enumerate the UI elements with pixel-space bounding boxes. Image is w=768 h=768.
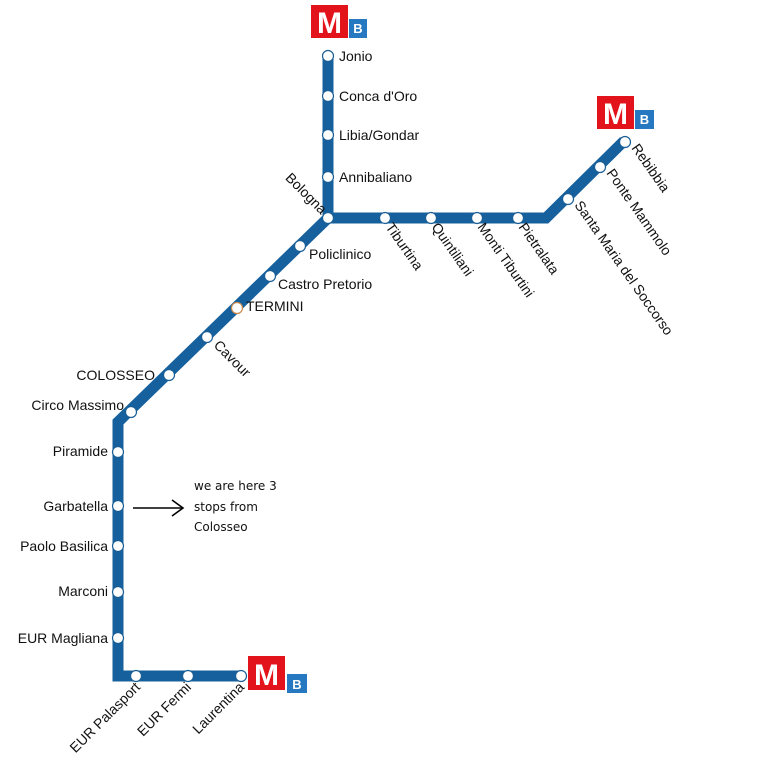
station-marker-laurentina — [234, 669, 248, 683]
station-label-garbatella: Garbatella — [43, 498, 108, 514]
station-markers — [111, 49, 632, 683]
station-marker-annibaliano — [321, 170, 335, 184]
station-marker-bologna — [321, 211, 335, 225]
station-label-eur-magliana: EUR Magliana — [18, 630, 108, 646]
station-label-laurentina: Laurentina — [189, 679, 247, 737]
station-marker-ponte — [593, 160, 607, 174]
station-marker-paolo — [111, 539, 125, 553]
svg-text:B: B — [292, 677, 301, 692]
station-label-tiburtina: Tiburtina — [383, 220, 427, 274]
station-label-paolo: Paolo Basilica — [20, 538, 108, 554]
station-label-piramide: Piramide — [53, 443, 108, 459]
station-marker-piramide — [111, 445, 125, 459]
station-label-eur-palasport: EUR Palasport — [66, 679, 143, 756]
station-marker-tiburtina — [378, 211, 392, 225]
station-label-eur-fermi: EUR Fermi — [134, 679, 194, 739]
station-marker-colosseo — [162, 368, 176, 382]
station-marker-termini — [230, 301, 244, 315]
arrow-head — [171, 499, 185, 517]
annotation-line-3: Colosseo — [194, 520, 248, 534]
station-label-termini: TERMINI — [246, 298, 304, 314]
station-marker-policlinico — [293, 239, 307, 253]
station-marker-pietralata — [511, 211, 525, 225]
you-are-here-annotation: we are here 3 stops from Colosseo — [133, 479, 277, 534]
station-label-rebibbia: Rebibbia — [629, 141, 674, 196]
station-marker-eur-fermi — [181, 669, 195, 683]
metro-logo-rebibbia: M B — [597, 96, 654, 131]
svg-text:M: M — [603, 98, 628, 131]
station-marker-marconi — [111, 585, 125, 599]
station-label-colosseo: COLOSSEO — [76, 367, 155, 383]
station-marker-jonio — [321, 49, 335, 63]
station-marker-eur-palasport — [129, 669, 143, 683]
station-label-quintiliani: Quintiliani — [429, 220, 477, 280]
station-label-castro: Castro Pretorio — [278, 276, 372, 292]
metro-logo-top: M B — [311, 5, 367, 40]
station-label-libia: Libia/Gondar — [339, 127, 420, 143]
station-marker-castro — [263, 269, 277, 283]
station-label-marconi: Marconi — [58, 583, 108, 599]
station-marker-monti — [470, 211, 484, 225]
svg-text:M: M — [254, 659, 279, 692]
annotation-line-2: stops from — [194, 500, 258, 514]
station-marker-rebibbia — [618, 135, 632, 149]
station-marker-santa-maria — [561, 192, 575, 206]
annotation-line-1: we are here 3 — [194, 479, 277, 493]
svg-text:M: M — [317, 7, 342, 40]
station-label-policlinico: Policlinico — [309, 246, 371, 262]
station-marker-quintiliani — [424, 211, 438, 225]
station-label-santa-maria: Santa Maria del Soccorso — [572, 198, 677, 339]
station-marker-circo — [124, 405, 138, 419]
station-label-circo: Circo Massimo — [31, 397, 124, 413]
station-label-jonio: Jonio — [339, 48, 373, 64]
svg-text:B: B — [640, 112, 649, 127]
station-marker-eur-magliana — [111, 631, 125, 645]
station-marker-cavour — [200, 330, 214, 344]
station-marker-garbatella — [111, 499, 125, 513]
station-label-cavour: Cavour — [211, 337, 254, 380]
metro-logo-laurentina: M B — [248, 656, 307, 693]
station-label-conca: Conca d'Oro — [339, 88, 417, 104]
svg-text:B: B — [353, 21, 362, 36]
station-marker-conca — [321, 89, 335, 103]
station-label-annibaliano: Annibaliano — [339, 169, 412, 185]
station-marker-libia — [321, 128, 335, 142]
